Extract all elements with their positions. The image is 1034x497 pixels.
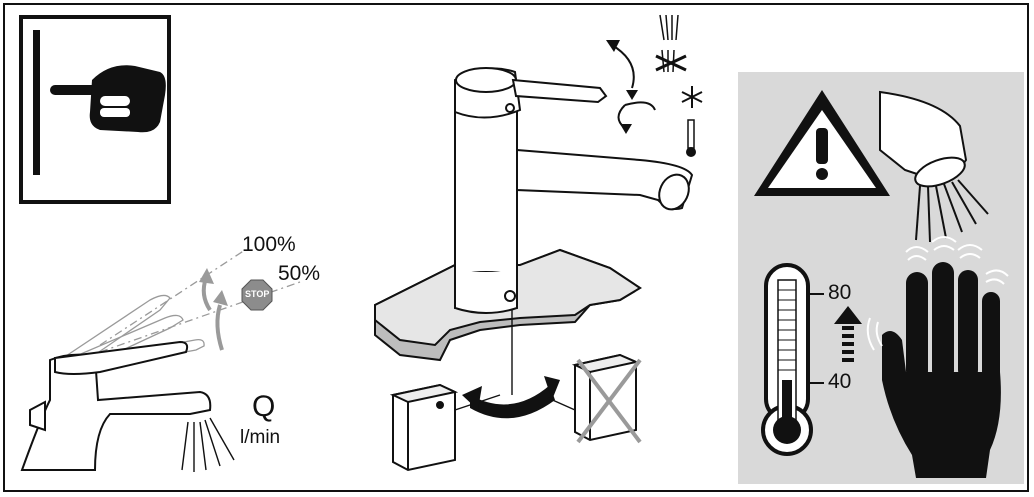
pointing-hand-panel bbox=[19, 15, 171, 204]
warning-triangle-icon bbox=[754, 90, 890, 196]
ghost-levers bbox=[59, 249, 301, 371]
basin-faucet bbox=[374, 67, 694, 395]
water-spray bbox=[181, 417, 235, 472]
small-faucet bbox=[20, 340, 212, 471]
shower-spray-icon bbox=[659, 14, 679, 41]
heat-waves bbox=[866, 236, 1009, 351]
stop-sign-label: STOP bbox=[245, 289, 270, 299]
lever-rotation-indicators bbox=[611, 44, 656, 129]
snowflake-icon bbox=[681, 86, 703, 108]
thermometer-icon bbox=[761, 263, 824, 456]
hand-icon bbox=[882, 262, 1001, 478]
thermometer-lower-value: 40 bbox=[828, 370, 852, 393]
boiler-incorrect bbox=[547, 353, 642, 444]
temperature-up-arrow bbox=[834, 306, 862, 362]
flow-unit: l/min bbox=[240, 427, 281, 448]
lever-diagram bbox=[20, 249, 301, 472]
lever-arrow-heads bbox=[606, 40, 638, 134]
thermometer-upper-value: 80 bbox=[828, 281, 852, 304]
boiler-correct bbox=[389, 383, 501, 472]
rotation-arrows bbox=[201, 277, 224, 351]
small-thermometer-icon bbox=[686, 119, 696, 157]
lever-eco-label: 50% bbox=[278, 262, 321, 285]
lever-full-label: 100% bbox=[242, 233, 296, 256]
mounting-arrow bbox=[462, 376, 560, 419]
no-spray-icon bbox=[655, 49, 687, 73]
stop-sign-icon bbox=[241, 279, 273, 311]
hot-spout-icon bbox=[879, 90, 989, 243]
hot-water-warning-panel bbox=[738, 72, 1024, 484]
pointing-hand-icon bbox=[50, 65, 166, 133]
flow-symbol: Q bbox=[252, 390, 276, 423]
